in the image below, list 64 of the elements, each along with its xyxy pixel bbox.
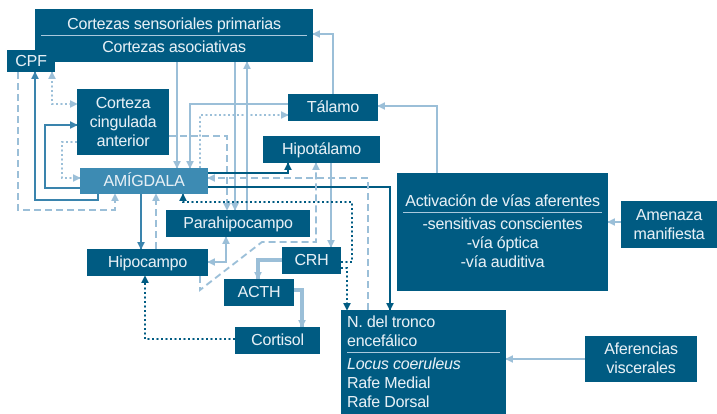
box-label: N. del tronco encefálico [347,312,500,352]
box-label: -vía auditiva [460,253,544,272]
arrow [341,267,351,311]
arrow [137,194,145,250]
arrow [179,193,353,263]
box-label: Locus coeruleus [347,354,461,374]
arrow [44,121,80,189]
arrow [207,174,369,310]
box-label: Corteza cingulada anterior [88,94,158,150]
box-label: Activación de vías aferentes [403,192,602,213]
box-label: Cortezas sensoriales primarias [41,14,307,36]
region-box [235,327,320,354]
region-box [282,247,341,274]
region-box [7,50,55,72]
box-label: ACTH [238,283,280,302]
arrow [254,258,282,280]
arrow [152,193,160,249]
region-box [621,201,717,248]
double-arrow [207,236,230,266]
arrow [231,62,239,211]
double-arrow [48,71,78,108]
arrow [61,141,81,182]
box-label: Rafe Medial [347,374,430,392]
box-label: -vía óptica [466,234,538,253]
region-box [585,336,697,382]
arrow [186,103,288,169]
box-label: Cortisol [251,331,304,350]
box-label: Tálamo [306,98,360,117]
box-label: CRH [294,251,329,270]
box-label: Parahipocampo [183,214,293,233]
arrow [505,355,585,363]
region-box [224,279,294,306]
arrow [31,71,99,201]
region-box [87,249,208,276]
region-box [263,136,380,163]
arrow [327,163,335,248]
arrow [169,135,231,211]
region-box [341,310,506,414]
region-box [80,168,208,194]
box-label: Aferencias viscerales [603,340,679,378]
box-label: CPF [15,52,47,70]
arrow [173,62,181,169]
arrow [141,275,235,340]
region-box [397,173,608,291]
arrow [199,162,320,292]
arrow [294,288,306,328]
box-label: Amenaza manifiesta [632,206,706,244]
box-label: Rafe Dorsal [347,392,430,412]
box-label: Cortezas asociativas [102,38,246,56]
arrow [17,72,119,211]
arrow [607,218,621,226]
arrow [312,30,334,94]
box-label: -sensitivas conscientes [422,215,582,234]
box-label: AMÍGDALA [103,172,185,190]
region-box [77,89,169,155]
arrow [377,102,438,173]
arrow [243,61,251,210]
arrow [208,162,292,174]
region-box [288,94,378,121]
box-label: Hipocampo [108,253,188,272]
arrow [208,186,394,311]
region-box [166,210,310,237]
box-label: Hipotálamo [282,140,361,159]
arrow [199,111,289,168]
